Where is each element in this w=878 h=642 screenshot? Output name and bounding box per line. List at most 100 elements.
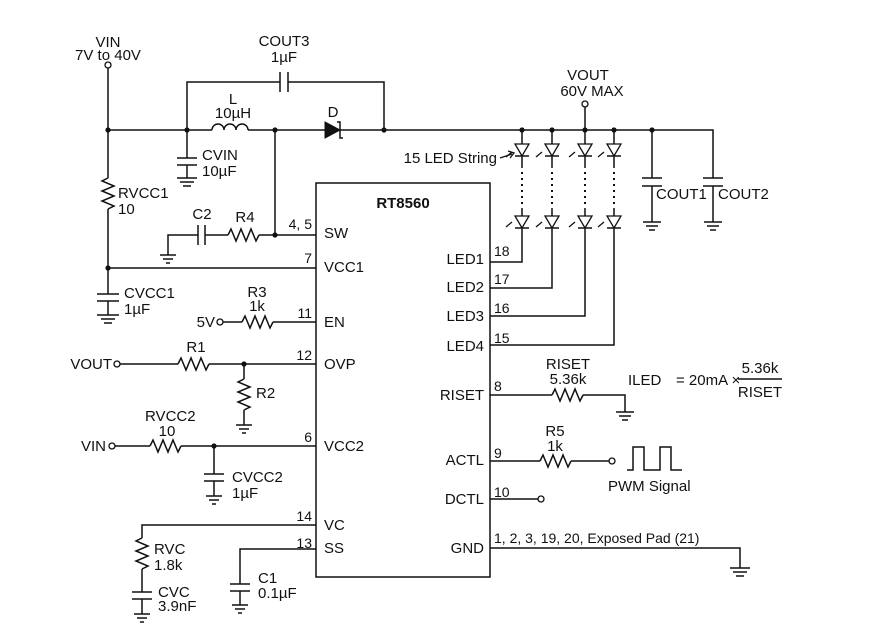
pin-label-ss: SS: [324, 540, 344, 557]
pwm-label: PWM Signal: [608, 478, 691, 495]
pin-number-vc: 14: [296, 508, 312, 524]
rvcc1-value: 10: [118, 201, 135, 218]
c1-name: C1: [258, 570, 277, 587]
r5-name: R5: [545, 423, 564, 440]
pin-number-ovp: 12: [296, 347, 312, 363]
ovp-divider: VOUT R1 R2: [70, 339, 316, 434]
pin-number-ss: 13: [296, 535, 312, 551]
pin-number-led2: 17: [494, 271, 510, 287]
vin2-label: VIN: [81, 438, 106, 455]
cout1-name: COUT1: [656, 186, 707, 203]
pin-label-actl: ACTL: [446, 452, 484, 469]
pin-number-en: 11: [297, 305, 312, 321]
pin-label-vcc1: VCC1: [324, 259, 364, 276]
formula-eq: = 20mA ×: [676, 372, 740, 389]
cvcc2-name: CVCC2: [232, 469, 283, 486]
cvin-capacitor: CVIN 10µF: [177, 130, 238, 187]
rt8560-chip: RT8560 SW VCC1 EN OVP VCC2 VC SS 4, 5 7 …: [289, 182, 699, 578]
vin-label: VIN: [95, 34, 120, 51]
vin-terminal: [104, 61, 112, 69]
rvcc2-name: RVCC2: [145, 408, 196, 425]
r3-value: 1k: [249, 298, 265, 315]
formula-lhs: ILED: [628, 372, 662, 389]
r2-name: R2: [256, 385, 275, 402]
pin-number-led4: 15: [494, 330, 510, 346]
led-string-label: 15 LED String: [404, 150, 497, 167]
r3-name: R3: [247, 284, 266, 301]
pwm-waveform-icon: [627, 446, 682, 471]
pin-number-dctl: 10: [494, 484, 510, 500]
cvcc2-value: 1µF: [232, 485, 258, 502]
rvcc1-resistor: RVCC1 10: [100, 130, 169, 268]
dctl-input: [490, 495, 545, 503]
iled-formula: ILED = 20mA × 5.36k RISET: [628, 360, 782, 401]
vout-rating: 60V MAX: [560, 83, 623, 100]
actl-input: R5 1k PWM Signal: [490, 423, 691, 495]
pin-label-vc: VC: [324, 517, 345, 534]
pin-label-riset: RISET: [440, 387, 484, 404]
vc-compensation: RVC 1.8k CVC 3.9nF: [132, 524, 316, 623]
cout2-capacitor: COUT2: [652, 129, 769, 231]
pin-label-gnd: GND: [451, 540, 485, 557]
r5-value: 1k: [547, 438, 563, 455]
formula-numerator: 5.36k: [742, 360, 779, 377]
rvcc2-value: 10: [159, 423, 176, 440]
riset-value: 5.36k: [550, 371, 587, 388]
pin-number-gnd: 1, 2, 3, 19, 20, Exposed Pad (21): [494, 530, 699, 546]
cout2-name: COUT2: [718, 186, 769, 203]
cvin-name: CVIN: [202, 147, 238, 164]
en-input-label: 5V: [197, 314, 215, 331]
cout3-capacitor: COUT3 1µF: [186, 33, 385, 130]
cout3-name: COUT3: [259, 33, 310, 50]
pin-label-led4: LED4: [446, 338, 484, 355]
led-string: 15 LED String: [404, 127, 623, 346]
vin-source: VIN 7V to 40V: [75, 34, 141, 130]
r4-name: R4: [235, 209, 254, 226]
rvc-name: RVC: [154, 541, 186, 558]
cout1-capacitor: COUT1: [642, 127, 707, 231]
pin-number-riset: 8: [494, 378, 502, 394]
pin-number-sw: 4, 5: [289, 216, 313, 232]
pin-number-vcc1: 7: [304, 250, 312, 266]
ss-capacitor: C1 0.1µF: [230, 548, 316, 614]
pin-label-led2: LED2: [446, 279, 484, 296]
pin-number-vcc2: 6: [304, 429, 312, 445]
led-column-1: [490, 127, 531, 263]
pin-label-dctl: DCTL: [445, 491, 484, 508]
pin-label-led1: LED1: [446, 251, 484, 268]
pin-number-actl: 9: [494, 445, 502, 461]
en-input: 5V R3 1k: [197, 284, 316, 331]
formula-denominator: RISET: [738, 384, 782, 401]
c1-value: 0.1µF: [258, 585, 297, 602]
gnd-connection: [490, 547, 750, 577]
vout-terminal: VOUT 60V MAX: [560, 67, 624, 130]
pin-number-led3: 16: [494, 300, 510, 316]
led-column-2: [490, 127, 561, 289]
diode-name: D: [328, 104, 339, 121]
chip-name: RT8560: [376, 195, 429, 212]
inductor-name: L: [229, 91, 237, 108]
pin-label-vcc2: VCC2: [324, 438, 364, 455]
vin-range: 7V to 40V: [75, 47, 141, 64]
ovp-input-label: VOUT: [70, 356, 112, 373]
rvc-value: 1.8k: [154, 557, 183, 574]
led-column-4: [490, 127, 623, 346]
pin-label-en: EN: [324, 314, 345, 331]
c2-r4-snubber: C2 R4: [160, 206, 275, 264]
r1-name: R1: [186, 339, 205, 356]
pin-label-led3: LED3: [446, 308, 484, 325]
pin-label-sw: SW: [324, 225, 349, 242]
cvin-value: 10µF: [202, 163, 237, 180]
chip-body: [315, 182, 491, 578]
vout-label: VOUT: [567, 67, 609, 84]
c2-name: C2: [192, 206, 211, 223]
cvc-value: 3.9nF: [158, 598, 196, 615]
diode-d: D: [324, 104, 652, 139]
inductor-l: L 10µH: [211, 91, 325, 131]
cvcc1-capacitor: CVCC1 1µF: [97, 268, 175, 324]
riset-name: RISET: [546, 356, 590, 373]
cvc-name: CVC: [158, 584, 190, 601]
cvcc1-name: CVCC1: [124, 285, 175, 302]
led-column-3: [490, 127, 594, 317]
